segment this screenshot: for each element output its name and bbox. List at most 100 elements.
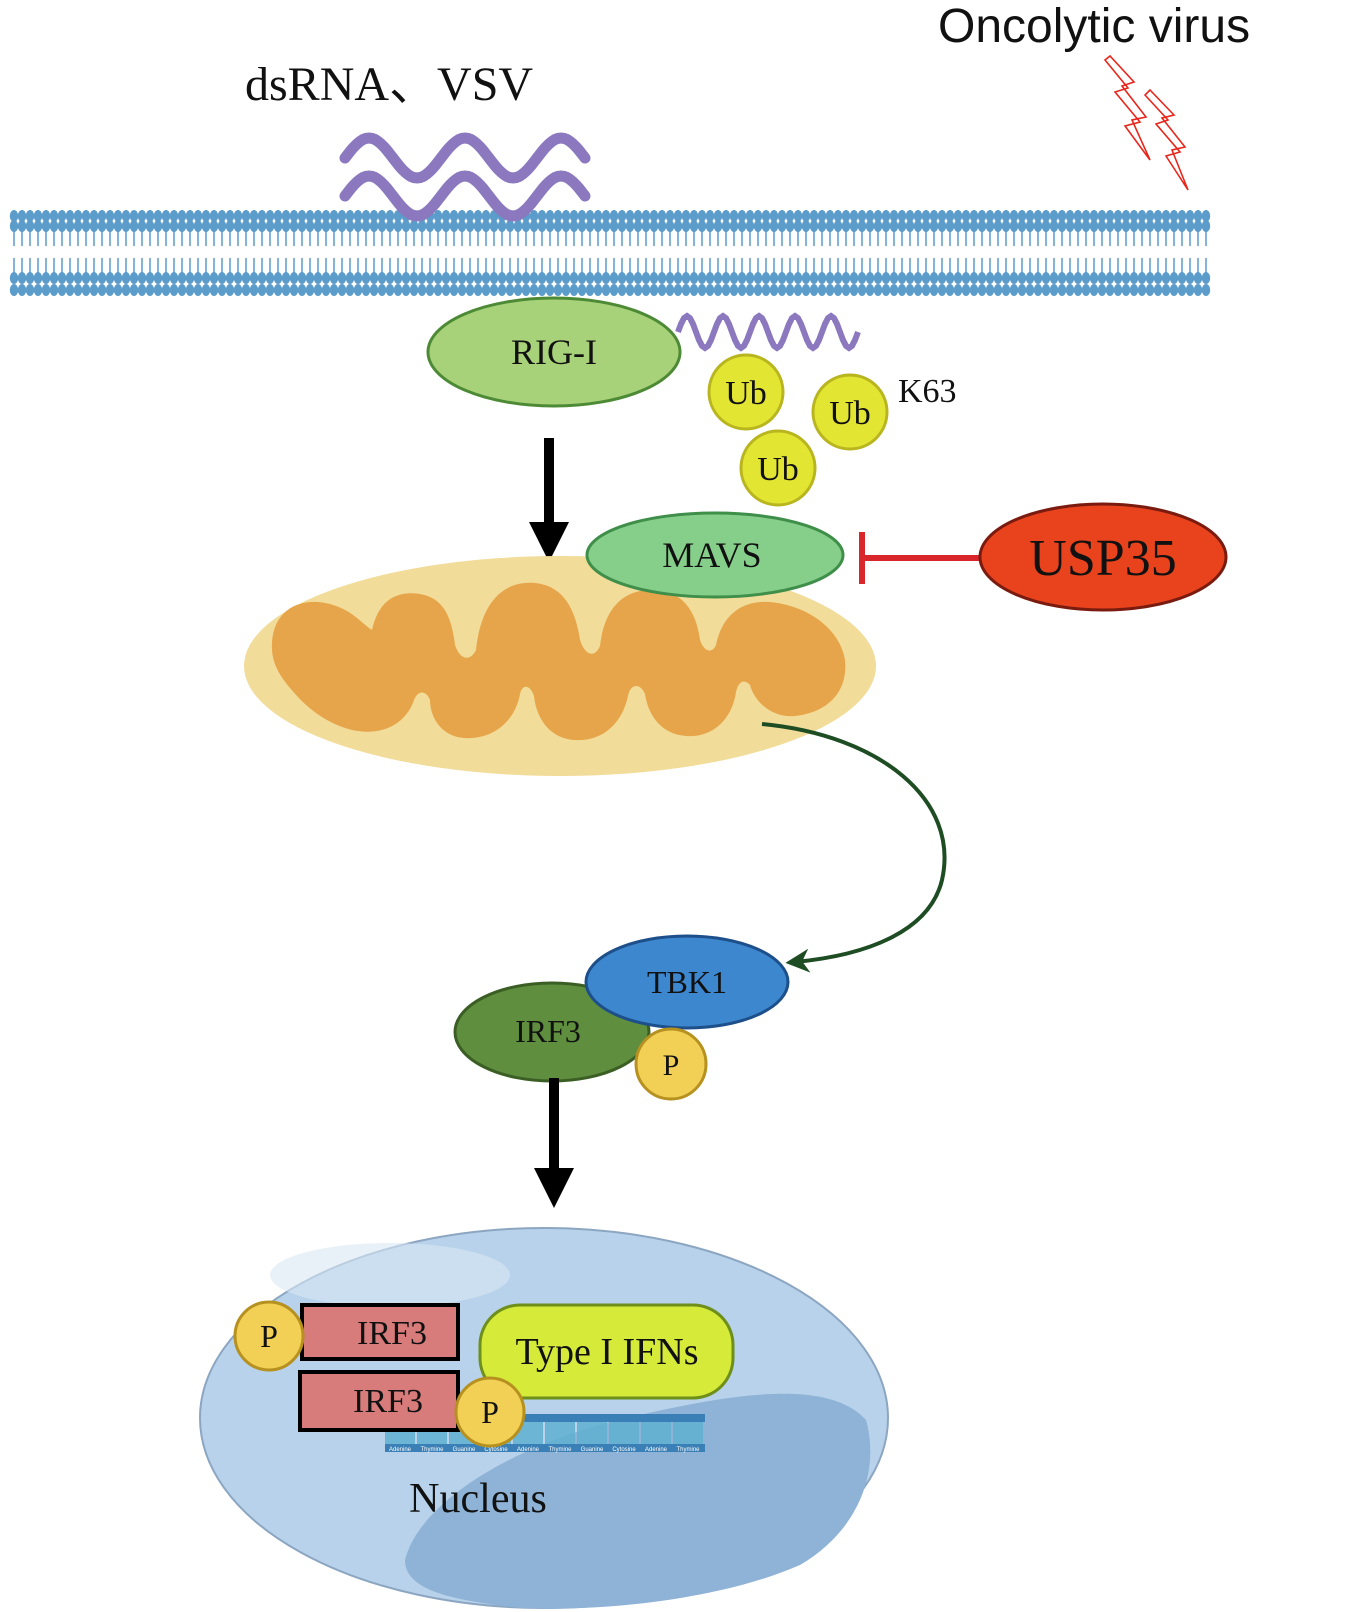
- lipid-head: [681, 272, 691, 284]
- dna-base-pair: [577, 1418, 607, 1444]
- lipid-head: [417, 220, 427, 232]
- lipid-head: [985, 272, 995, 284]
- usp35-label: USP35: [1029, 530, 1176, 587]
- lipid-head: [441, 210, 451, 222]
- lipid-head: [569, 272, 579, 284]
- lipid-head: [489, 220, 499, 232]
- lipid-head: [969, 220, 979, 232]
- lipid-head: [1193, 284, 1203, 296]
- lipid-head: [177, 284, 187, 296]
- lipid-head: [465, 284, 475, 296]
- lipid-head: [265, 284, 275, 296]
- lipid-head: [449, 220, 459, 232]
- lipid-head: [345, 272, 355, 284]
- lipid-head: [297, 210, 307, 222]
- lipid-head: [1057, 272, 1067, 284]
- lipid-head: [601, 210, 611, 222]
- lipid-head: [553, 220, 563, 232]
- lipid-head: [681, 210, 691, 222]
- lipid-head: [241, 284, 251, 296]
- lipid-head: [625, 272, 635, 284]
- lipid-head: [873, 272, 883, 284]
- lipid-head: [377, 284, 387, 296]
- lipid-head: [713, 284, 723, 296]
- lipid-head: [769, 284, 779, 296]
- lipid-head: [233, 272, 243, 284]
- lipid-head: [985, 284, 995, 296]
- lipid-head: [209, 210, 219, 222]
- lipid-head: [249, 272, 259, 284]
- mavs-label: MAVS: [662, 535, 761, 575]
- lipid-head: [49, 284, 59, 296]
- lipid-head: [321, 272, 331, 284]
- lipid-head: [305, 210, 315, 222]
- lipid-head: [1081, 284, 1091, 296]
- lipid-head: [737, 210, 747, 222]
- lipid-head: [89, 272, 99, 284]
- p-circle-upper: [233, 1300, 305, 1372]
- lipid-head: [1137, 210, 1147, 222]
- lipid-head: [169, 272, 179, 284]
- lipid-head: [105, 272, 115, 284]
- lipid-head: [593, 210, 603, 222]
- lipid-head: [1185, 220, 1195, 232]
- lipid-head: [225, 210, 235, 222]
- lipid-head: [1065, 272, 1075, 284]
- lipid-head: [761, 272, 771, 284]
- lipid-head: [121, 272, 131, 284]
- lipid-head: [41, 220, 51, 232]
- lipid-head: [657, 272, 667, 284]
- lipid-head: [825, 272, 835, 284]
- lipid-head: [321, 210, 331, 222]
- lipid-head: [985, 220, 995, 232]
- lipid-head: [9, 272, 19, 284]
- lipid-head: [673, 220, 683, 232]
- lipid-head: [105, 220, 115, 232]
- lipid-head: [857, 272, 867, 284]
- lipid-head: [545, 220, 555, 232]
- lipid-head: [953, 220, 963, 232]
- lipid-head: [385, 284, 395, 296]
- lipid-head: [737, 272, 747, 284]
- lipid-head: [945, 284, 955, 296]
- dna-base-label: Thymine: [420, 1447, 444, 1453]
- lipid-head: [185, 284, 195, 296]
- lipid-head: [73, 284, 83, 296]
- lipid-head: [553, 272, 563, 284]
- lipid-head: [1017, 210, 1027, 222]
- lipid-head: [137, 210, 147, 222]
- lipid-head: [193, 284, 203, 296]
- lipid-head: [953, 284, 963, 296]
- lipid-head: [385, 210, 395, 222]
- rna-strand: [339, 170, 591, 222]
- lipid-head: [529, 220, 539, 232]
- lipid-head: [833, 284, 843, 296]
- lipid-head: [489, 284, 499, 296]
- lipid-head: [521, 284, 531, 296]
- lipid-head: [369, 284, 379, 296]
- lipid-head: [441, 220, 451, 232]
- lipid-head: [857, 220, 867, 232]
- lipid-head: [121, 210, 131, 222]
- rig-i-protein: [426, 296, 682, 408]
- lipid-head: [9, 220, 19, 232]
- lipid-head: [353, 284, 363, 296]
- lipid-head: [1017, 272, 1027, 284]
- lipid-head: [377, 272, 387, 284]
- lipid-head: [505, 272, 515, 284]
- lipid-head: [49, 220, 59, 232]
- lipid-head: [1001, 272, 1011, 284]
- lipid-head: [593, 272, 603, 284]
- lipid-head: [153, 284, 163, 296]
- lipid-head: [649, 284, 659, 296]
- lipid-head: [793, 220, 803, 232]
- lipid-head: [625, 220, 635, 232]
- lipid-head: [537, 210, 547, 222]
- lipid-head: [857, 284, 867, 296]
- lipid-head: [817, 210, 827, 222]
- lipid-head: [897, 272, 907, 284]
- lipid-head: [17, 210, 27, 222]
- lipid-head: [313, 220, 323, 232]
- lipid-head: [777, 272, 787, 284]
- lipid-head: [729, 210, 739, 222]
